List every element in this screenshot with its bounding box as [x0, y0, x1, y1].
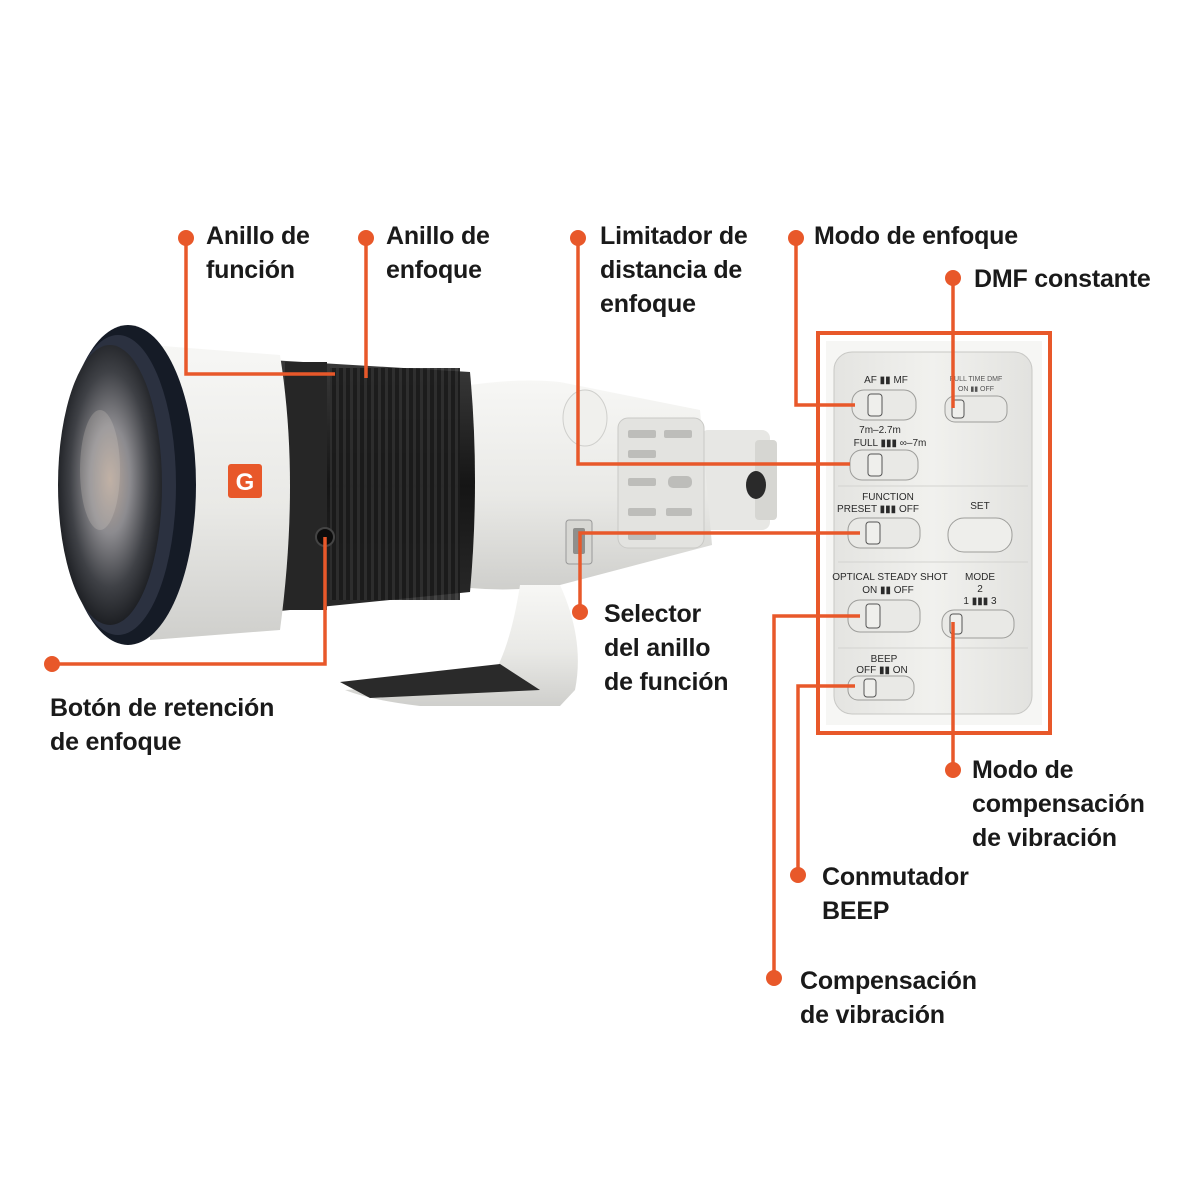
- g-badge-icon: [228, 464, 262, 498]
- focus-range-limiter-switch[interactable]: [849, 449, 919, 481]
- leader-stabilization: [772, 614, 860, 978]
- leader-focus-range-limiter: [576, 238, 850, 466]
- switch-panel: AF ▮▮ MF FULL TIME DMF ON ▮▮ OFF 7m–2.7m…: [816, 331, 1052, 735]
- mode-center: 2: [977, 584, 983, 595]
- limiter-range-near: 7m–2.7m: [859, 425, 901, 436]
- steady-shot-states: ON ▮▮ OFF: [862, 585, 914, 596]
- front-glass: [58, 345, 162, 625]
- set-label: SET: [970, 501, 989, 512]
- tripod-foot: [345, 585, 578, 706]
- function-states: PRESET ▮▮▮ OFF: [837, 504, 919, 515]
- beep-switch[interactable]: [847, 675, 915, 701]
- leader-function-ring-selector: [578, 531, 860, 612]
- label-function-ring-selector: Selector del anillo de función: [604, 600, 729, 696]
- label-focus-range-limiter: Limitador de distancia de enfoque: [600, 222, 748, 318]
- label-beep-switch: Conmutador BEEP: [822, 863, 969, 925]
- leader-function-ring: [184, 238, 335, 376]
- af-mf-label: AF ▮▮ MF: [864, 375, 908, 386]
- leader-focus-hold-button: [52, 537, 327, 666]
- callout-leaders: [52, 238, 955, 978]
- leader-focus-mode: [794, 238, 855, 407]
- lens-body: G: [58, 325, 777, 706]
- label-focus-hold-button: Botón de retención de enfoque: [50, 694, 275, 756]
- limiter-range-full: FULL ▮▮▮ ∞–7m: [854, 438, 927, 449]
- leader-beep-switch: [796, 684, 855, 875]
- steady-shot-title: OPTICAL STEADY SHOT: [832, 572, 948, 583]
- label-full-time-dmf: DMF constante: [974, 265, 1151, 293]
- lens-rear-section: [700, 430, 770, 530]
- mode-title: MODE: [965, 572, 995, 583]
- g-badge-label: G: [236, 469, 255, 496]
- tripod-lock-knob[interactable]: [562, 389, 608, 447]
- set-button[interactable]: [947, 517, 1013, 553]
- focus-ring[interactable]: [330, 368, 460, 600]
- full-time-dmf-states: ON ▮▮ OFF: [958, 386, 994, 393]
- function-ring[interactable]: [285, 362, 327, 610]
- beep-states: OFF ▮▮ ON: [856, 665, 908, 676]
- label-stabilization: Compensación de vibración: [800, 967, 977, 1029]
- label-focus-mode: Modo de enfoque: [814, 222, 1018, 250]
- full-time-dmf-title: FULL TIME DMF: [950, 376, 1003, 383]
- beep-title: BEEP: [871, 654, 898, 665]
- label-function-ring: Anillo de función: [206, 222, 310, 284]
- function-title: FUNCTION: [862, 492, 914, 503]
- label-focus-ring: Anillo de enfoque: [386, 222, 490, 284]
- label-stabilization-mode: Modo de compensación de vibración: [972, 756, 1145, 852]
- tripod-foot-pad: [340, 664, 540, 698]
- mode-sides: 1 ▮▮▮ 3: [963, 596, 997, 607]
- focus-mode-switch[interactable]: [851, 389, 917, 421]
- callout-dots: [44, 230, 961, 986]
